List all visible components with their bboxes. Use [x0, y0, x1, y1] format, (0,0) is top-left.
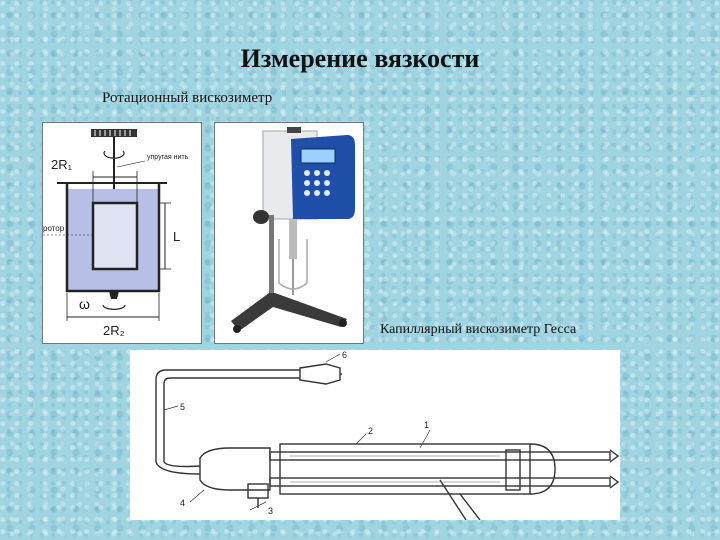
- drive-knob: [91, 129, 137, 137]
- rotation-arrow-icon: [103, 150, 125, 159]
- part-number-6: 6: [342, 350, 347, 360]
- label-omega: ω: [79, 296, 90, 312]
- label-length: L: [173, 229, 180, 244]
- label-rotor: ротор: [43, 224, 65, 233]
- part-number-5: 5: [180, 402, 185, 412]
- part-number-1: 1: [424, 420, 429, 430]
- part-number-4: 4: [180, 498, 185, 508]
- part-number-2: 2: [368, 426, 373, 436]
- label-2r2: 2R₂: [103, 323, 125, 338]
- label-2r1: 2R₁: [51, 157, 73, 172]
- rotational-viscometer-diagram: 2R₁ упругая нить ротор L ω 2R₂: [42, 122, 202, 344]
- viscometer-device-icon: [231, 127, 355, 333]
- capillary-apparatus: [155, 363, 620, 521]
- part-number-3: 3: [268, 506, 273, 516]
- pivot: [109, 291, 119, 299]
- hess-viscometer-drawing: 6 5 2 1 4 3: [130, 350, 620, 521]
- label-elastic-thread: упругая нить: [147, 154, 189, 161]
- tube-hatching: [290, 455, 500, 483]
- rotational-viscometer-caption: Ротационный вискозиметр: [102, 90, 273, 106]
- capillary-viscometer-caption: Капиллярный вискозиметр Гесса: [380, 322, 577, 337]
- rotor: [91, 201, 139, 271]
- omega-arrow-icon: [102, 304, 126, 310]
- viscometer-photo: [214, 122, 364, 344]
- slide-title: Измерение вязкости: [240, 44, 480, 73]
